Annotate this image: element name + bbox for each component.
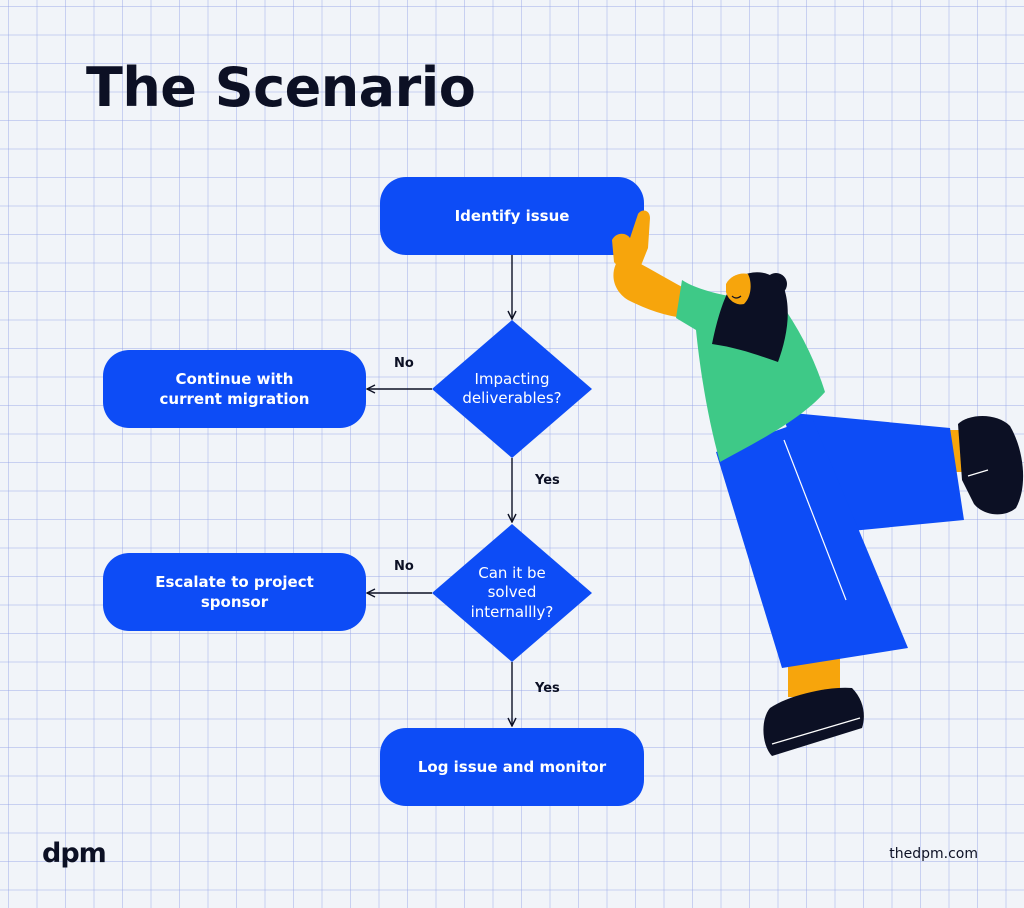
- decision-solvable-label: Can it be solved internallly?: [470, 563, 554, 621]
- dpm-logo: dpm: [42, 838, 107, 869]
- edge-label-solvable-no: No: [394, 559, 414, 574]
- edge-label-impacting-no: No: [394, 356, 414, 371]
- edge-label-impacting-yes: Yes: [535, 473, 560, 488]
- page-title: The Scenario: [86, 56, 476, 119]
- node-escalate-sponsor: Escalate to project sponsor: [103, 553, 366, 631]
- illustration-shirt: [676, 280, 825, 462]
- decision-solvable-shape: [432, 524, 592, 662]
- edge-label-solvable-yes: Yes: [535, 681, 560, 696]
- illustration-leg-left: [716, 418, 908, 668]
- node-log-issue: Log issue and monitor: [380, 728, 644, 806]
- decision-impacting-label: Impacting deliverables?: [462, 369, 562, 408]
- illustration-shoe-right: [958, 416, 1024, 515]
- decision-impacting-shape: [432, 320, 592, 458]
- node-continue-migration: Continue with current migration: [103, 350, 366, 428]
- illustration-arm: [613, 255, 700, 319]
- node-identify-issue: Identify issue: [380, 177, 644, 255]
- footer-site-url: thedpm.com: [889, 846, 978, 862]
- illustration-hand: [612, 210, 650, 270]
